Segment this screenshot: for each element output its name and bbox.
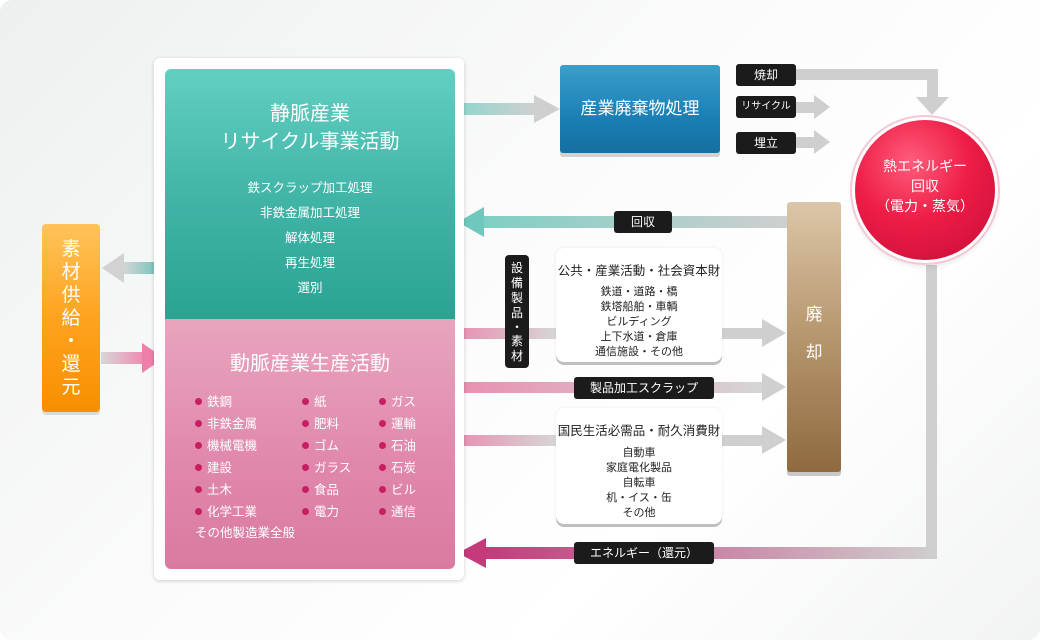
heat-recovery-line1: 熱エネルギー bbox=[883, 159, 967, 175]
bullet-dot-icon bbox=[302, 508, 309, 515]
material-supply-char: 材 bbox=[61, 261, 81, 283]
bullet-dot-icon bbox=[195, 486, 202, 493]
equipment-char: 設 bbox=[510, 261, 523, 275]
heat-recovery-circle: 熱エネルギー 回収 （電力・蒸気） bbox=[855, 120, 995, 260]
industry-item: ビル bbox=[379, 479, 416, 498]
material-supply-char: ・ bbox=[61, 330, 81, 352]
arrow-to-production bbox=[101, 343, 164, 373]
bullet-dot-icon bbox=[195, 464, 202, 471]
material-supply-char: 還 bbox=[61, 353, 81, 375]
recycle-title-line1: 静脈産業 bbox=[270, 101, 350, 125]
public-assets-card: 公共・産業活動・社会資本財 鉄道・道路・橋 鉄塔船舶・車輌 ビルディング 上下水… bbox=[556, 248, 722, 362]
recycle-label: リサイクル bbox=[736, 96, 796, 118]
arrow-recycle-out bbox=[796, 95, 830, 119]
industry-item: 建設 bbox=[195, 457, 232, 476]
incineration-label: 焼却 bbox=[736, 64, 796, 86]
public-assets-line: 鉄道・道路・橋 bbox=[600, 285, 678, 298]
bullet-dot-icon bbox=[379, 464, 386, 471]
bullet-dot-icon bbox=[195, 442, 202, 449]
bullet-dot-icon bbox=[302, 398, 309, 405]
bullet-dot-icon bbox=[302, 420, 309, 427]
recycle-item: 解体処理 bbox=[284, 230, 335, 245]
recycle-item: 非鉄金属加工処理 bbox=[259, 205, 360, 220]
bullet-dot-icon bbox=[195, 398, 202, 405]
recycle-item: 選別 bbox=[297, 280, 323, 295]
industry-item: 運輸 bbox=[379, 413, 416, 432]
equipment-char: 製 bbox=[510, 291, 523, 305]
bullet-dot-icon bbox=[302, 486, 309, 493]
industry-item: 化学工業 bbox=[195, 501, 257, 520]
scrap-label: 製品加工スクラップ bbox=[574, 377, 714, 399]
disposal-char: 却 bbox=[805, 343, 823, 363]
public-assets-line: 鉄塔船舶・車輌 bbox=[600, 300, 678, 313]
industry-item: 肥料 bbox=[302, 413, 339, 432]
production-industry-block: 動脈産業生産活動 鉄鋼 非鉄金属 機械電機 建設 土木 化学工業 紙 肥料 ゴム… bbox=[165, 319, 455, 569]
bullet-dot-icon bbox=[302, 442, 309, 449]
material-supply-box: 素 材 供 給 ・ 還 元 bbox=[42, 224, 100, 412]
industry-item: 鉄鋼 bbox=[195, 391, 232, 410]
industry-item: 機械電機 bbox=[195, 435, 257, 454]
recycle-title-line2: リサイクル事業活動 bbox=[220, 129, 400, 153]
industry-item: 土木 bbox=[195, 479, 232, 498]
material-supply-char: 供 bbox=[61, 284, 81, 306]
equipment-char: 材 bbox=[510, 349, 523, 363]
waste-treatment-box: 産業廃棄物処理 bbox=[560, 65, 720, 153]
industry-item: ガス bbox=[379, 391, 416, 410]
energy-return-label: エネルギー（還元） bbox=[574, 542, 714, 564]
industry-item: 石炭 bbox=[379, 457, 416, 476]
bullet-dot-icon bbox=[379, 442, 386, 449]
equipment-char: 素 bbox=[510, 334, 523, 348]
recycle-item: 再生処理 bbox=[284, 255, 335, 270]
industry-item: 非鉄金属 bbox=[195, 413, 257, 432]
arrow-to-consumer-goods bbox=[456, 426, 786, 454]
consumer-goods-line: 自動車 bbox=[622, 446, 656, 459]
industry-item: ゴム bbox=[302, 435, 339, 454]
public-assets-header: 公共・産業活動・社会資本財 bbox=[557, 263, 721, 278]
bullet-dot-icon bbox=[379, 398, 386, 405]
industry-item: 食品 bbox=[302, 479, 339, 498]
bullet-dot-icon bbox=[195, 508, 202, 515]
public-assets-line: ビルディング bbox=[606, 315, 672, 328]
arrow-to-waste-treatment bbox=[456, 95, 560, 123]
heat-recovery-line3: （電力・蒸気） bbox=[876, 199, 974, 215]
equipment-char: 備 bbox=[510, 276, 523, 290]
public-assets-line: 上下水道・倉庫 bbox=[600, 330, 678, 343]
material-supply-char: 給 bbox=[61, 307, 81, 329]
production-title: 動脈産業生産活動 bbox=[230, 351, 390, 375]
equipment-materials-label: 設 備 製 品 ・ 素 材 bbox=[505, 255, 529, 368]
public-assets-line: 通信施設・その他 bbox=[595, 345, 683, 358]
bullet-dot-icon bbox=[195, 420, 202, 427]
recycle-item: 鉄スクラップ加工処理 bbox=[247, 180, 373, 195]
arrow-landfill-out bbox=[796, 130, 830, 154]
consumer-goods-line: その他 bbox=[622, 506, 656, 519]
industry-item: ガラス bbox=[302, 457, 351, 476]
industry-item: 石油 bbox=[379, 435, 416, 454]
consumer-goods-line: 自転車 bbox=[622, 476, 656, 489]
production-footer: その他製造業全般 bbox=[195, 525, 296, 540]
consumer-goods-line: 家庭電化製品 bbox=[606, 461, 672, 474]
equipment-char: ・ bbox=[510, 320, 523, 334]
consumer-goods-card: 国民生活必需品・耐久消費財 自動車 家庭電化製品 自転車 机・イス・缶 その他 bbox=[556, 408, 722, 524]
bullet-dot-icon bbox=[379, 508, 386, 515]
arrow-incineration-to-heat bbox=[796, 69, 949, 115]
disposal-char: 廃 bbox=[805, 305, 823, 325]
landfill-label: 埋立 bbox=[736, 132, 796, 154]
equipment-char: 品 bbox=[510, 306, 523, 320]
consumer-goods-line: 机・イス・缶 bbox=[606, 491, 672, 504]
heat-recovery-line2: 回収 bbox=[911, 179, 939, 195]
industry-item: 紙 bbox=[302, 391, 327, 410]
bullet-dot-icon bbox=[379, 420, 386, 427]
material-supply-char: 素 bbox=[61, 238, 81, 260]
industry-item: 通信 bbox=[379, 501, 416, 520]
bullet-dot-icon bbox=[379, 486, 386, 493]
industry-item: 電力 bbox=[302, 501, 339, 520]
recovery-label: 回収 bbox=[614, 211, 672, 233]
recycle-industry-block: 静脈産業 リサイクル事業活動 鉄スクラップ加工処理 非鉄金属加工処理 解体処理 … bbox=[165, 69, 455, 319]
disposal-box: 廃 却 bbox=[787, 202, 841, 472]
bullet-dot-icon bbox=[302, 464, 309, 471]
consumer-goods-header: 国民生活必需品・耐久消費財 bbox=[557, 423, 721, 438]
material-supply-char: 元 bbox=[61, 376, 81, 398]
